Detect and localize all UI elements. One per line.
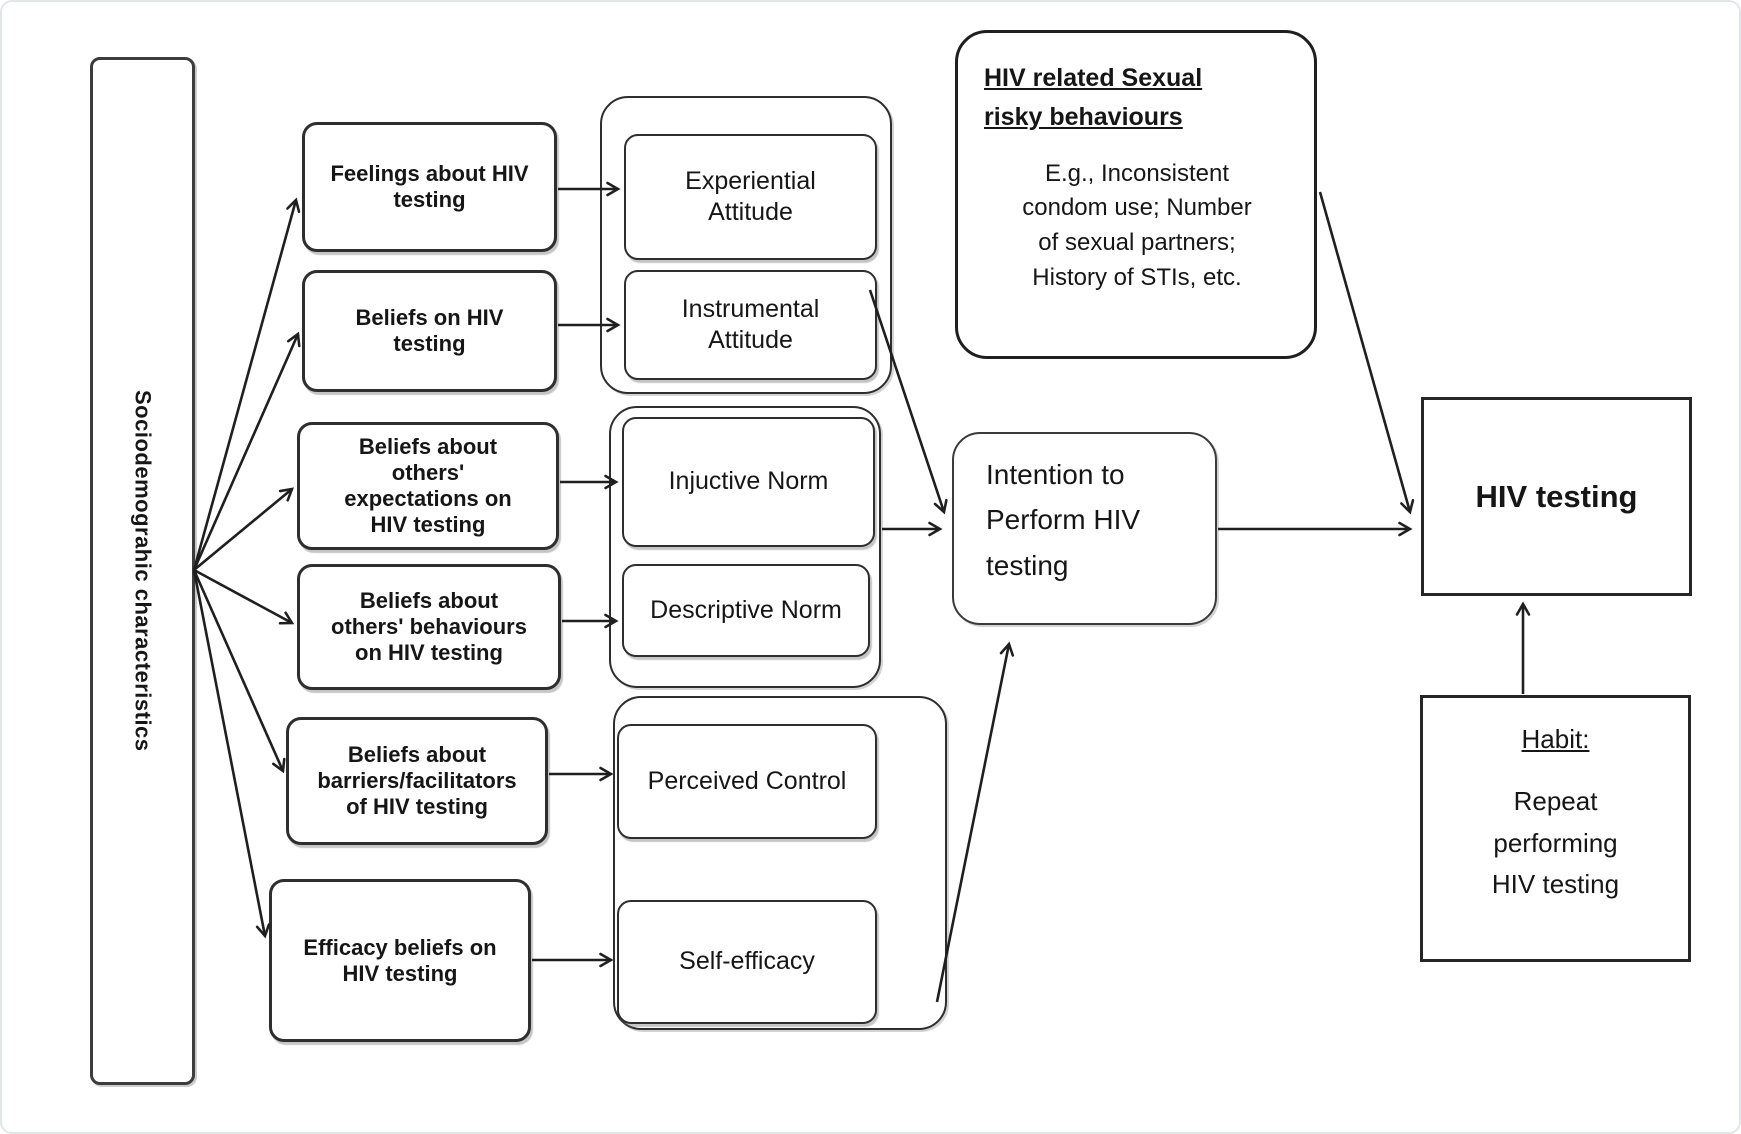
risky-behaviours-title: HIV related Sexual risky behaviours — [984, 64, 1203, 131]
construct-box-injunctive-norm: Injuctive Norm — [622, 417, 875, 547]
arrow-socio-to-expectations — [193, 487, 294, 572]
construct-box-descriptive-norm: Descriptive Norm — [622, 564, 870, 657]
construct-box-perceived-control: Perceived Control — [617, 724, 877, 839]
arrow-socio-to-feelings — [192, 197, 301, 571]
construct-box-self-efficacy: Self-efficacy — [617, 900, 877, 1024]
belief-box-feelings: Feelings about HIV testing — [302, 122, 557, 252]
hiv-testing-box: HIV testing — [1421, 397, 1692, 596]
habit-title: Habit: — [1521, 724, 1590, 754]
risky-behaviours-examples: E.g., Inconsistent condom use; Number of… — [1022, 159, 1252, 291]
belief-box-efficacy: Efficacy beliefs on HIV testing — [269, 879, 531, 1042]
arrow-risky-to-hiv-testing — [1318, 191, 1415, 515]
arrow-socio-to-efficacy — [192, 569, 271, 939]
sociodemographic-panel: Sociodemograhic characteristics — [90, 57, 195, 1085]
arrow-control-to-intention — [935, 641, 1015, 1003]
habit-body: Repeat performing HIV testing — [1491, 786, 1620, 900]
risky-behaviours-box: HIV related Sexual risky behaviours E.g.… — [955, 30, 1317, 359]
arrow-socio-to-behaviours — [193, 568, 295, 625]
belief-box-barriers-facilitators: Beliefs about barriers/facilitators of H… — [286, 717, 548, 845]
construct-box-instrumental-attitude: Instrumental Attitude — [624, 270, 877, 380]
arrow-socio-to-beliefs — [192, 331, 301, 571]
construct-box-experiential-attitude: Experiential Attitude — [624, 134, 877, 260]
sociodemographic-label: Sociodemograhic characteristics — [130, 390, 156, 752]
arrow-socio-to-barriers — [192, 569, 286, 774]
intention-box: Intention to Perform HIV testing — [952, 432, 1217, 625]
belief-box-others-behaviours: Beliefs about others' behaviours on HIV … — [297, 564, 561, 690]
belief-box-others-expectations: Beliefs about others' expectations on HI… — [297, 422, 559, 550]
belief-box-beliefs-on-testing: Beliefs on HIV testing — [302, 270, 557, 392]
habit-box: Habit: Repeat performing HIV testing — [1420, 695, 1691, 962]
